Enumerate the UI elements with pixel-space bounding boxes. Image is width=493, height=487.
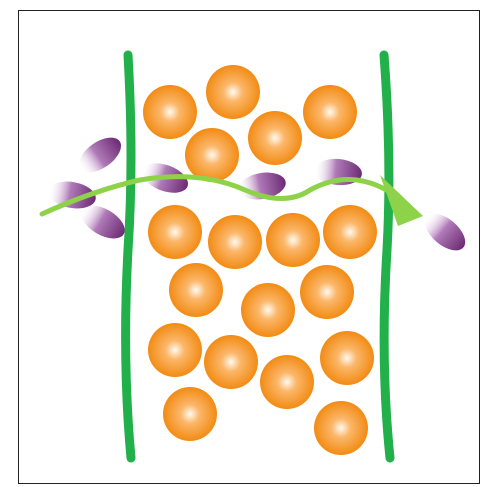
sphere-particle — [185, 128, 239, 182]
sphere-particle — [204, 335, 258, 389]
particle-group — [143, 65, 377, 455]
left-membrane-wall — [126, 55, 131, 458]
sphere-particle — [300, 265, 354, 319]
sphere-particle — [260, 355, 314, 409]
sphere-particle — [323, 205, 377, 259]
purple-molecule — [73, 131, 127, 180]
sphere-particle — [163, 387, 217, 441]
sphere-particle — [143, 85, 197, 139]
right-membrane-wall — [384, 55, 390, 458]
sphere-particle — [206, 65, 260, 119]
sphere-particle — [266, 213, 320, 267]
sphere-particle — [148, 205, 202, 259]
purple-molecule — [418, 207, 471, 258]
sphere-particle — [248, 111, 302, 165]
sphere-particle — [241, 283, 295, 337]
sphere-particle — [208, 215, 262, 269]
sphere-particle — [148, 323, 202, 377]
sphere-particle — [320, 331, 374, 385]
sphere-particle — [314, 401, 368, 455]
sphere-particle — [303, 85, 357, 139]
sphere-particle — [169, 263, 223, 317]
